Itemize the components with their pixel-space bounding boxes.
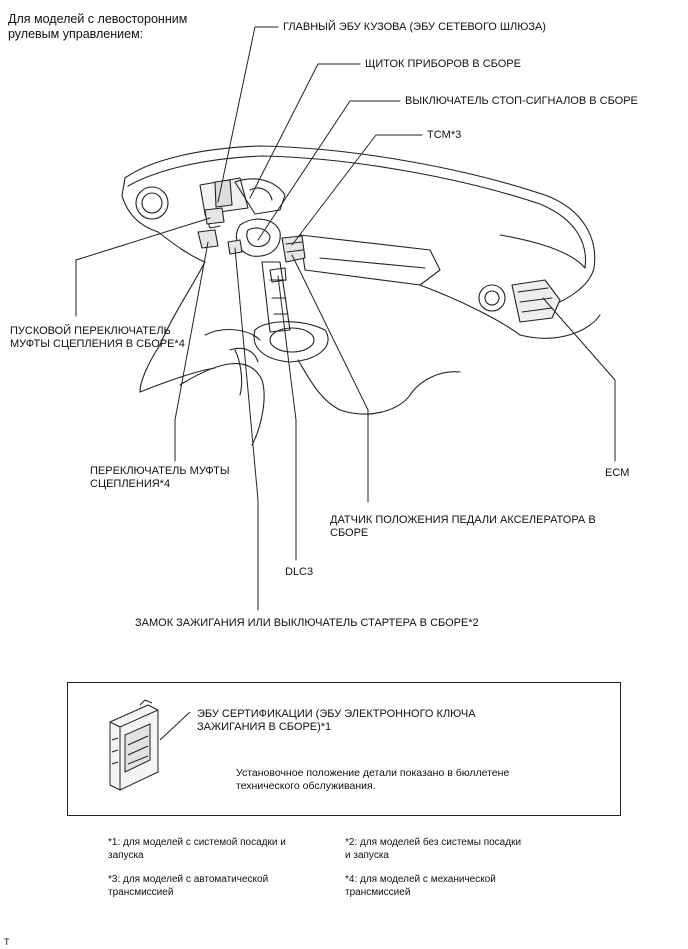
label-dlc3: DLC3 [285,566,314,578]
label-clutch-start-switch: ПУСКОВОЙ ПЕРЕКЛЮЧАТЕЛЬ МУФТЫ СЦЕПЛЕНИЯ В… [10,325,185,350]
corner-mark: T [4,937,10,947]
footnote-2: *2: для моделей без системы посадки и за… [345,837,522,861]
footnote-1: *1: для моделей с системой посадки и зап… [108,837,286,861]
certification-ecu-inset [67,682,621,816]
label-stop-switch: ВЫКЛЮЧАТЕЛЬ СТОП-СИГНАЛОВ В СБОРЕ [405,95,638,107]
label-body-ecu: ГЛАВНЫЙ ЭБУ КУЗОВА (ЭБУ СЕТЕВОГО ШЛЮЗА) [283,21,546,33]
label-tcm: TCM*3 [427,129,462,141]
label-certification-ecu: ЭБУ СЕРТИФИКАЦИИ (ЭБУ ЭЛЕКТРОННОГО КЛЮЧА… [197,708,476,733]
label-ecm: ECM [605,467,630,479]
footnote-3: *3: для моделей с автоматической трансми… [108,874,269,898]
label-meter: ЩИТОК ПРИБОРОВ В СБОРЕ [365,58,521,70]
inset-note: Установочное положение детали показано в… [236,767,510,792]
diagram-title: Для моделей с левосторонним рулевым упра… [8,12,188,41]
label-clutch-switch: ПЕРЕКЛЮЧАТЕЛЬ МУФТЫ СЦЕПЛЕНИЯ*4 [90,465,230,490]
footnote-4: *4: для моделей с механической трансмисс… [345,874,496,898]
label-ignition: ЗАМОК ЗАЖИГАНИЯ ИЛИ ВЫКЛЮЧАТЕЛЬ СТАРТЕРА… [135,617,479,629]
label-accelerator-sensor: ДАТЧИК ПОЛОЖЕНИЯ ПЕДАЛИ АКСЕЛЕРАТОРА В С… [330,514,596,539]
